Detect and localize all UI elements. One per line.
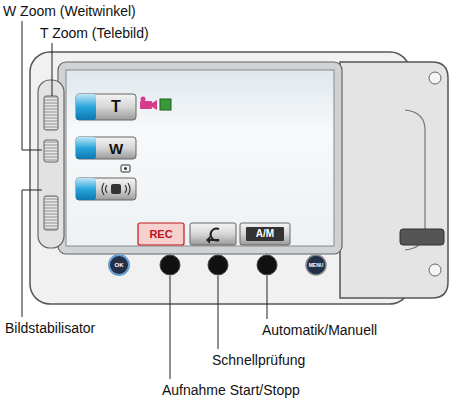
callout-label: Schnellprüfung xyxy=(212,352,305,368)
leader-line xyxy=(52,43,53,96)
quick-review-button xyxy=(190,223,236,245)
hardware-button xyxy=(160,255,180,275)
quick-review-icon xyxy=(206,236,210,244)
hardware-button xyxy=(208,255,228,275)
callout-label: T Zoom (Telebild) xyxy=(40,25,149,41)
callout-label: Automatik/Manuell xyxy=(262,322,377,338)
hardware-button-label: OK xyxy=(109,255,129,275)
auto-manual-icon xyxy=(246,227,284,241)
screen-frame xyxy=(58,62,342,254)
button-accent xyxy=(76,178,96,200)
callout-label: Aufnahme Start/Stopp xyxy=(162,382,300,398)
hardware-button xyxy=(257,255,277,275)
zoom-t-button xyxy=(76,94,136,120)
leader-line xyxy=(218,276,219,349)
stabilizer-status-icon xyxy=(121,165,130,172)
leader-line xyxy=(170,276,171,379)
video-mode-icon xyxy=(152,100,157,110)
callout-label: Bildstabilisator xyxy=(5,320,95,336)
leader-line xyxy=(22,21,42,150)
screw xyxy=(429,72,441,84)
button-accent xyxy=(76,137,96,159)
zoom-w-button xyxy=(76,137,136,159)
callout-label: W Zoom (Weitwinkel) xyxy=(3,3,136,19)
leader-line xyxy=(267,276,268,319)
stabilizer-status-icon xyxy=(124,167,127,170)
leader-line xyxy=(22,190,42,317)
video-mode-icon xyxy=(141,97,146,102)
screw xyxy=(429,264,441,276)
video-mode-icon xyxy=(140,101,152,109)
stabilizer-button xyxy=(76,178,136,200)
button-label: A/M xyxy=(246,227,284,241)
button-label: T xyxy=(96,94,136,120)
button-label: W xyxy=(96,137,136,159)
button-accent xyxy=(76,94,96,120)
ok-button xyxy=(109,255,129,275)
hardware-button-label: MENU xyxy=(306,255,326,275)
menu-button xyxy=(306,255,326,275)
touch-sensor-strip xyxy=(38,80,64,248)
stabilizer-icon xyxy=(111,184,121,194)
hinge xyxy=(340,62,448,298)
latch xyxy=(400,229,444,245)
quick-review-icon xyxy=(210,228,219,240)
rec-button xyxy=(138,223,184,245)
grip-texture xyxy=(44,96,58,130)
grip-texture xyxy=(44,196,58,230)
button-label: REC xyxy=(138,223,184,245)
stabilizer-icon xyxy=(102,183,130,195)
auto-manual-button xyxy=(240,223,290,245)
auto-mode-icon xyxy=(160,99,171,110)
lcd-screen xyxy=(66,70,334,246)
grip-texture xyxy=(44,140,58,162)
